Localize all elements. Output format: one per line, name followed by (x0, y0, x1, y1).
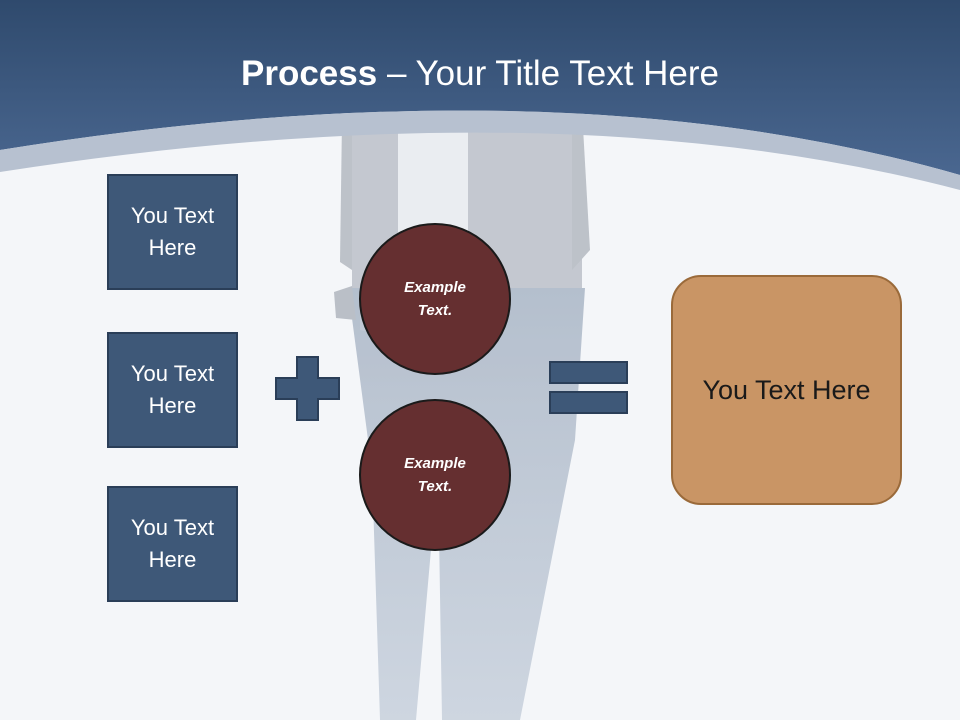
example-circle-1-line1: Example (404, 279, 466, 296)
result-box[interactable]: You Text Here (671, 275, 902, 505)
title-rest-text: – Your Title Text Here (377, 54, 719, 93)
input-box-3-text: You Text Here (131, 512, 214, 576)
header-accent-band (0, 110, 960, 190)
input-box-2-line1: You Text (130, 361, 215, 386)
example-circle-1[interactable]: Example Text. (359, 223, 511, 375)
example-circle-2-text: Example Text. (404, 452, 466, 498)
input-box-3[interactable]: You Text Here (107, 486, 238, 602)
input-box-3-line1: You Text (130, 515, 215, 540)
header-band (0, 0, 960, 175)
input-box-1[interactable]: You Text Here (107, 174, 238, 290)
example-circle-2-line2: Text. (417, 478, 453, 495)
example-circle-2-line1: Example (404, 455, 466, 472)
example-circle-1-line2: Text. (417, 302, 453, 319)
result-box-label: You Text Here (702, 374, 871, 405)
input-box-2[interactable]: You Text Here (107, 332, 238, 448)
input-box-2-text: You Text Here (131, 358, 214, 422)
example-circle-2[interactable]: Example Text. (359, 399, 511, 551)
slide-title: Process – Your Title Text Here (0, 52, 960, 96)
input-box-1-line2: Here (148, 235, 197, 260)
input-box-2-line2: Here (148, 393, 197, 418)
input-box-3-line2: Here (148, 547, 197, 572)
input-box-1-text: You Text Here (131, 200, 214, 264)
example-circle-1-text: Example Text. (404, 276, 466, 322)
input-box-1-line1: You Text (130, 203, 215, 228)
title-bold-text: Process (241, 54, 378, 93)
